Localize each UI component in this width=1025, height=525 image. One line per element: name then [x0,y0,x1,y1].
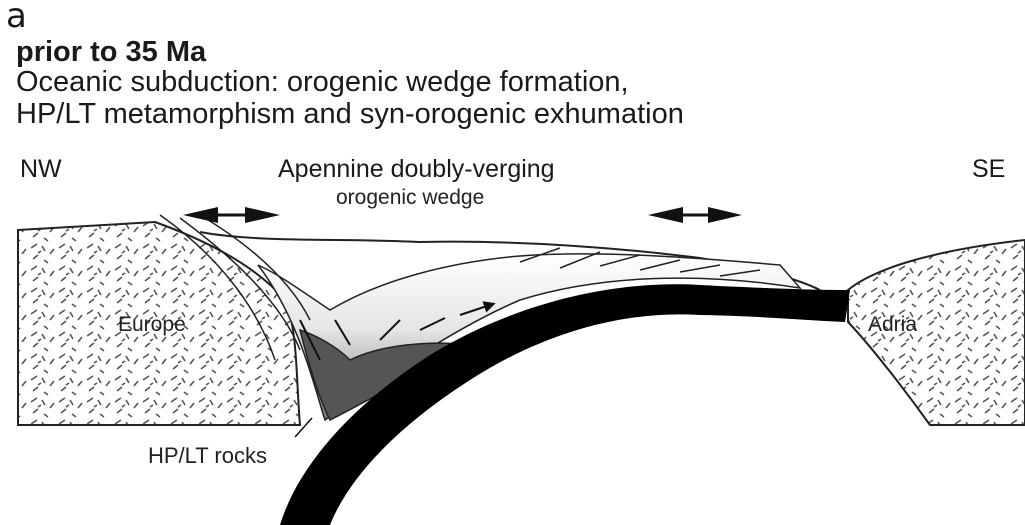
europe-label: Europe [118,313,186,337]
hp-lt-rocks-label: HP/LT rocks [148,443,267,469]
adria-label: Adria [868,313,917,337]
direction-left: NW [20,155,62,184]
direction-right: SE [972,155,1005,184]
wedge-label-line1: Apennine doubly-verging [278,155,555,184]
convergence-arrows-right [648,207,742,223]
wedge-label-line2: orogenic wedge [336,186,484,210]
convergence-arrows-left [183,207,280,223]
